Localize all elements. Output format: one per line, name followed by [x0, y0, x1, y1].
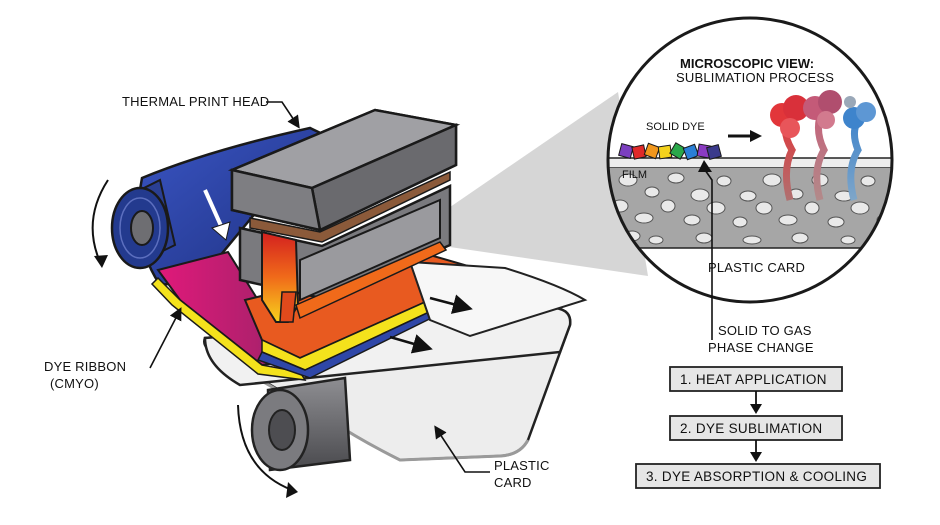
micro-title: MICROSCOPIC VIEW:: [680, 56, 814, 71]
phase-change-pointer: [704, 169, 713, 340]
feed-arrow-icon: [203, 189, 224, 229]
step-3-label: 3. DYE ABSORPTION & COOLING: [646, 469, 867, 484]
label-dye-ribbon-cmyo: (CMYO): [50, 376, 99, 391]
label-dye-ribbon: DYE RIBBON: [44, 359, 126, 374]
phase-change-line1: SOLID TO GAS: [718, 323, 812, 338]
phase-change-line2: PHASE CHANGE: [708, 340, 814, 355]
micro-label-solid-dye: SOLID DYE: [646, 121, 705, 133]
microscopic-view: MICROSCOPIC VIEW: SUBLIMATION PROCESS SO…: [606, 16, 894, 304]
step-box-3: [635, 463, 881, 489]
thermal-print-head: [203, 108, 461, 323]
rotation-arrow-icon: [91, 179, 109, 263]
micro-label-film: FILM: [622, 169, 647, 181]
rotation-arrow-icon: [237, 404, 293, 491]
step-1-label: 1. HEAT APPLICATION: [680, 372, 827, 387]
gas-plume-pink: [803, 90, 842, 201]
label-plastic-card-2: CARD: [494, 475, 532, 490]
step-2-label: 2. DYE SUBLIMATION: [680, 421, 822, 436]
step-box-2: [669, 415, 843, 441]
gas-plume-blue: [843, 96, 876, 201]
micro-label-plastic-card: PLASTIC CARD: [708, 260, 805, 275]
leader-line: [149, 307, 182, 369]
label-plastic-card: PLASTIC: [494, 458, 550, 473]
leader-line: [434, 425, 490, 473]
solid-dye-crystals: [618, 142, 722, 161]
step-box-1: [669, 366, 843, 392]
leader-line: [266, 101, 300, 129]
process-steps: 1. HEAT APPLICATION 2. DYE SUBLIMATION 3…: [635, 366, 881, 489]
micro-subtitle: SUBLIMATION PROCESS: [676, 70, 834, 85]
flow-arrow-icon: [389, 334, 433, 354]
label-thermal-print-head: THERMAL PRINT HEAD: [122, 94, 269, 109]
bottom-roller: [250, 376, 352, 472]
zoom-projection: [402, 92, 648, 276]
gas-plume-red: [770, 95, 809, 201]
flow-arrow-icon: [429, 294, 473, 314]
